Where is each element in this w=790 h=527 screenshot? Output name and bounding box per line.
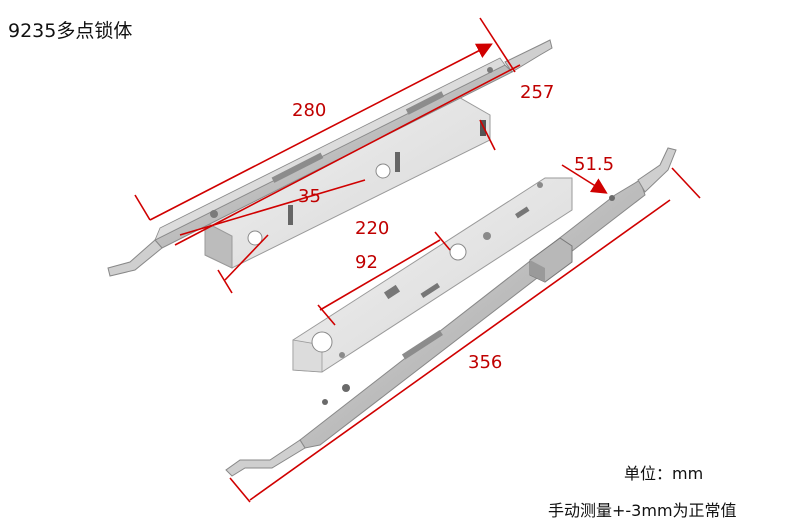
dimension-220-label: 220 — [355, 218, 390, 239]
dimension-lines — [134, 17, 701, 503]
product-title: 9235多点锁体 — [8, 20, 133, 42]
dimension-257-label: 257 — [520, 82, 555, 103]
dimension-92-label: 92 — [355, 252, 378, 273]
unit-label: 单位：mm — [624, 464, 704, 483]
dimension-280-label: 280 — [292, 100, 327, 121]
tolerance-note: 手动测量+-3mm为正常值 — [548, 501, 737, 520]
upper-lock-body — [107, 39, 553, 277]
dimension-35-label: 35 — [298, 186, 321, 207]
dimension-51-5-label: 51.5 — [574, 154, 615, 175]
lower-lock-body — [225, 147, 677, 477]
dimension-356-label: 356 — [468, 352, 503, 373]
